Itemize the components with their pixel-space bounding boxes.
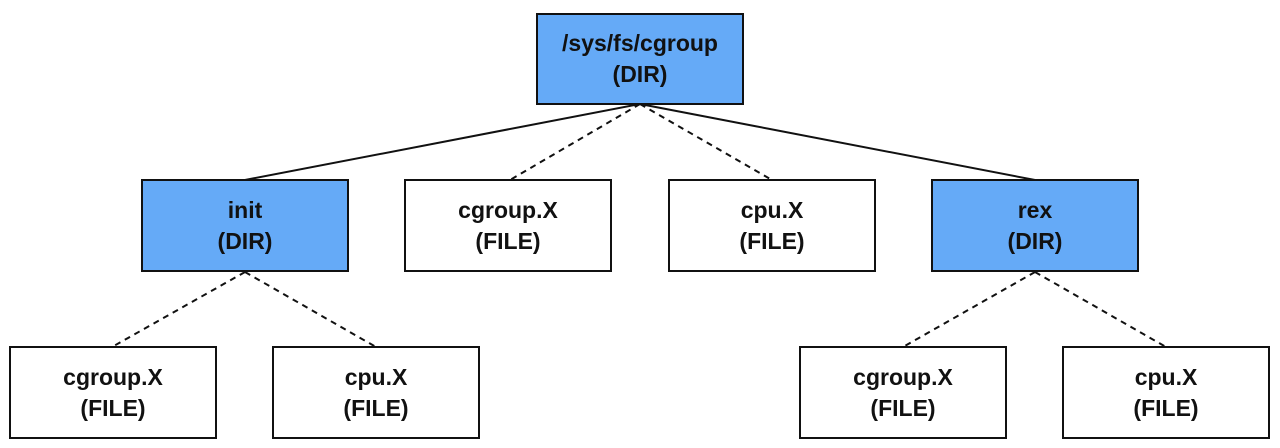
node-init-cpu-name: cpu.X — [344, 363, 408, 390]
node-rex-cpu-kind: (FILE) — [1133, 394, 1199, 421]
node-init-name: init — [227, 196, 263, 223]
edge-init-to-init-cpu — [244, 271, 377, 348]
edge-root-to-root-cpu — [639, 103, 773, 181]
edge-rex-to-rex-cgroup — [902, 271, 1036, 348]
node-root-cpu-name: cpu.X — [740, 196, 804, 223]
node-init-cpu-kind: (FILE) — [343, 394, 409, 421]
node-root-cpu: cpu.X (FILE) — [668, 179, 876, 272]
edge-root-to-init — [244, 103, 641, 181]
node-init-cgroup: cgroup.X (FILE) — [9, 346, 217, 439]
node-init-cgroup-kind: (FILE) — [80, 394, 146, 421]
node-init: init (DIR) — [141, 179, 349, 272]
node-root-cgroup-kind: (FILE) — [475, 227, 541, 254]
node-init-cgroup-name: cgroup.X — [63, 363, 163, 390]
node-rex-cgroup: cgroup.X (FILE) — [799, 346, 1007, 439]
edge-root-to-rex — [639, 103, 1036, 181]
node-root-cgroup: cgroup.X (FILE) — [404, 179, 612, 272]
node-rex-kind: (DIR) — [1007, 227, 1063, 254]
edge-root-to-root-cgroup — [509, 103, 641, 181]
node-init-cpu: cpu.X (FILE) — [272, 346, 480, 439]
node-rex-name: rex — [1017, 196, 1053, 223]
node-root-cpu-kind: (FILE) — [739, 227, 805, 254]
edge-init-to-init-cgroup — [111, 271, 246, 348]
node-rex-cgroup-kind: (FILE) — [870, 394, 936, 421]
node-rex: rex (DIR) — [931, 179, 1139, 272]
node-root-cgroup-name: cgroup.X — [458, 196, 558, 223]
node-rex-cpu: cpu.X (FILE) — [1062, 346, 1270, 439]
edge-rex-to-rex-cpu — [1034, 271, 1167, 348]
node-root-name: /sys/fs/cgroup — [562, 30, 718, 56]
node-init-kind: (DIR) — [217, 227, 273, 254]
node-rex-cgroup-name: cgroup.X — [853, 363, 953, 390]
node-rex-cpu-name: cpu.X — [1134, 363, 1198, 390]
node-root-kind: (DIR) — [612, 61, 668, 87]
node-root: /sys/fs/cgroup (DIR) — [536, 13, 744, 105]
